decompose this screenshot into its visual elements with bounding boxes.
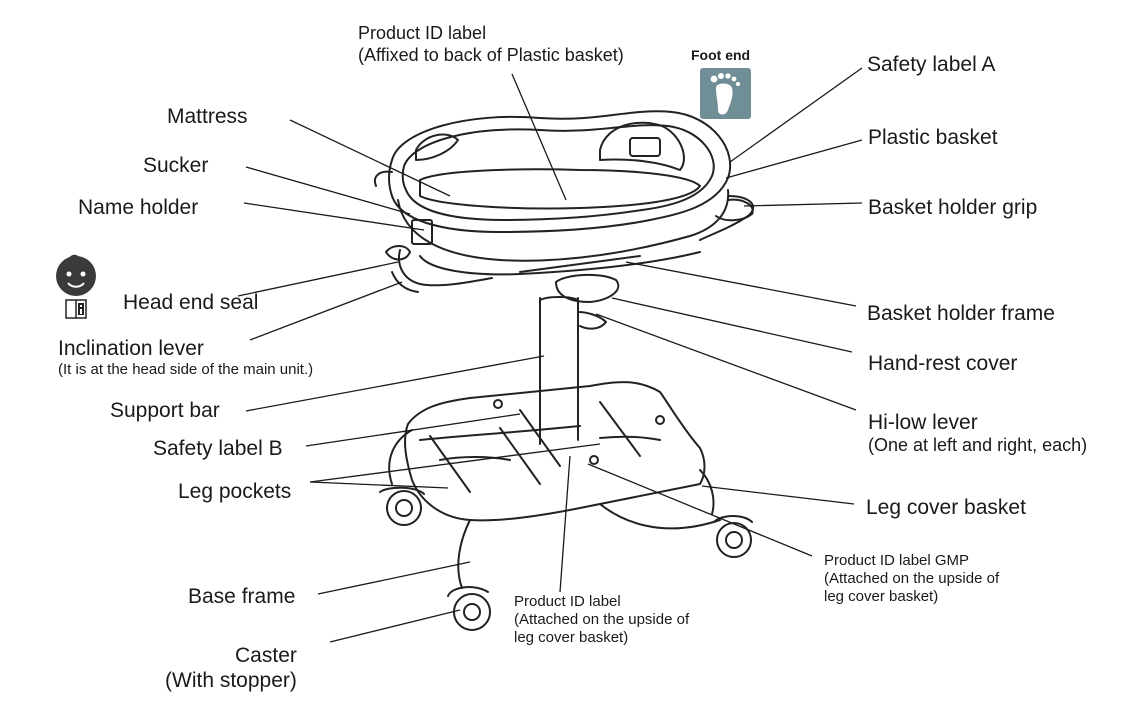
product-id-label-bottom: Product ID label (Attached on the upside…	[514, 593, 689, 647]
safety-label-a-plate	[629, 137, 661, 157]
basket-holder-frame-label: Basket holder frame	[867, 302, 1055, 325]
base-frame-label: Base frame	[188, 585, 296, 608]
product-id-label-gmp-note-2: leg cover basket)	[824, 588, 939, 605]
product-id-label-top-title: Product ID label	[358, 23, 487, 43]
caster-front-left	[386, 490, 422, 526]
caster-back-right	[716, 522, 752, 558]
mattress	[419, 168, 701, 210]
basket-handle-left	[415, 133, 459, 161]
basket-handle-right	[599, 121, 685, 171]
support-bar	[539, 296, 579, 445]
plastic-basket-inner	[401, 124, 715, 221]
foot-icon	[700, 68, 751, 119]
product-id-label-bottom-title: Product ID label	[514, 593, 621, 610]
leg-pocket-left	[439, 456, 511, 461]
basket-holder-grip	[715, 198, 754, 222]
product-id-label-top: Product ID label (Affixed to back of Pla…	[358, 23, 624, 66]
support-bar-label: Support bar	[110, 399, 220, 422]
leg-cover-basket	[404, 381, 706, 522]
product-id-label-top-note: (Affixed to back of Plastic basket)	[358, 44, 624, 65]
basket-holder-grip-label: Basket holder grip	[868, 196, 1038, 219]
caster-front	[453, 593, 491, 631]
name-holder-label: Name holder	[78, 196, 199, 219]
plastic-basket-rim	[388, 110, 732, 233]
hi-low-lever-note: (One at left and right, each)	[868, 435, 1088, 456]
product-id-label-gmp-title: Product ID label GMP	[824, 552, 970, 569]
leg-cover-basket-label: Leg cover basket	[866, 496, 1026, 519]
inclination-lever	[391, 271, 419, 293]
caster-title: Caster	[235, 644, 297, 667]
base-frame	[388, 429, 721, 589]
hi-low-lever-title: Hi-low lever	[868, 411, 978, 434]
safety-label-a-label: Safety label A	[867, 53, 996, 76]
baby-face-icon	[40, 252, 112, 324]
safety-label-b-label: Safety label B	[153, 437, 283, 460]
foot-end-label: Foot end	[691, 47, 751, 63]
plastic-basket-label: Plastic basket	[868, 126, 998, 149]
product-id-label-bottom-note-2: leg cover basket)	[514, 629, 629, 646]
head-end-seal-label: Head end seal	[123, 291, 259, 314]
sucker-label: Sucker	[143, 154, 209, 177]
product-id-label-bottom-note-1: (Attached on the upside of	[514, 611, 690, 628]
product-id-label-gmp: Product ID label GMP (Attached on the up…	[824, 552, 999, 606]
hi-low-lever	[577, 311, 607, 330]
basket-body	[397, 189, 730, 262]
hand-rest-cover-label: Hand-rest cover	[868, 352, 1018, 375]
mattress-label: Mattress	[167, 105, 248, 128]
inclination-lever-label: Inclination lever (It is at the head sid…	[58, 336, 313, 379]
inclination-lever-title: Inclination lever	[58, 337, 204, 360]
name-holder	[411, 219, 433, 245]
inclination-lever-note: (It is at the head side of the main unit…	[58, 361, 314, 379]
caster-note: (With stopper)	[165, 669, 297, 693]
caster-label: Caster (With stopper)	[165, 643, 297, 693]
hi-low-lever-label: Hi-low lever (One at left and right, eac…	[868, 410, 1087, 457]
leg-pocket-right	[599, 435, 661, 441]
leg-pockets-label: Leg pockets	[178, 480, 292, 503]
product-id-label-gmp-note-1: (Attached on the upside of	[824, 570, 1000, 587]
